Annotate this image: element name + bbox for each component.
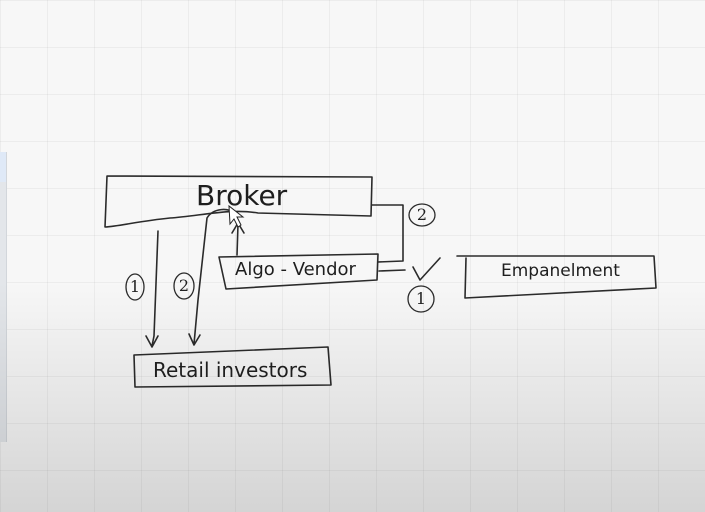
empanelment-box bbox=[456, 255, 657, 299]
step-number-vendor-empanelment: 1 bbox=[415, 289, 427, 308]
side-panel-edge bbox=[0, 152, 7, 442]
algo-vendor-box bbox=[218, 253, 379, 290]
step-circle-arrow-left bbox=[125, 273, 145, 301]
check-mark-icon bbox=[412, 257, 441, 281]
connector-vendor-empanelment bbox=[378, 269, 406, 272]
arrow-broker-to-retail bbox=[145, 230, 159, 348]
retail-investors-label: Retail investors bbox=[153, 358, 308, 382]
algo-vendor-label: Algo - Vendor bbox=[235, 259, 356, 280]
broker-label: Broker bbox=[196, 179, 288, 212]
step-circle-vendor-empanelment bbox=[407, 285, 435, 313]
step-circle-vendor-broker bbox=[408, 203, 436, 227]
step-number-arrow-right: 2 bbox=[178, 276, 190, 295]
side-panel-tab[interactable] bbox=[0, 152, 6, 182]
broker-box bbox=[104, 175, 373, 228]
arrow-vendor-to-broker bbox=[231, 222, 245, 256]
arrow-vendor-to-retail bbox=[188, 208, 237, 346]
step-number-arrow-left: 1 bbox=[129, 277, 141, 296]
retail-investors-box bbox=[133, 346, 332, 388]
step-circle-arrow-right bbox=[173, 272, 195, 300]
empanelment-label: Empanelment bbox=[501, 261, 620, 281]
pointer-cursor-icon bbox=[228, 204, 245, 228]
connector-vendor-broker-right bbox=[371, 204, 404, 263]
step-number-vendor-broker: 2 bbox=[416, 205, 428, 224]
